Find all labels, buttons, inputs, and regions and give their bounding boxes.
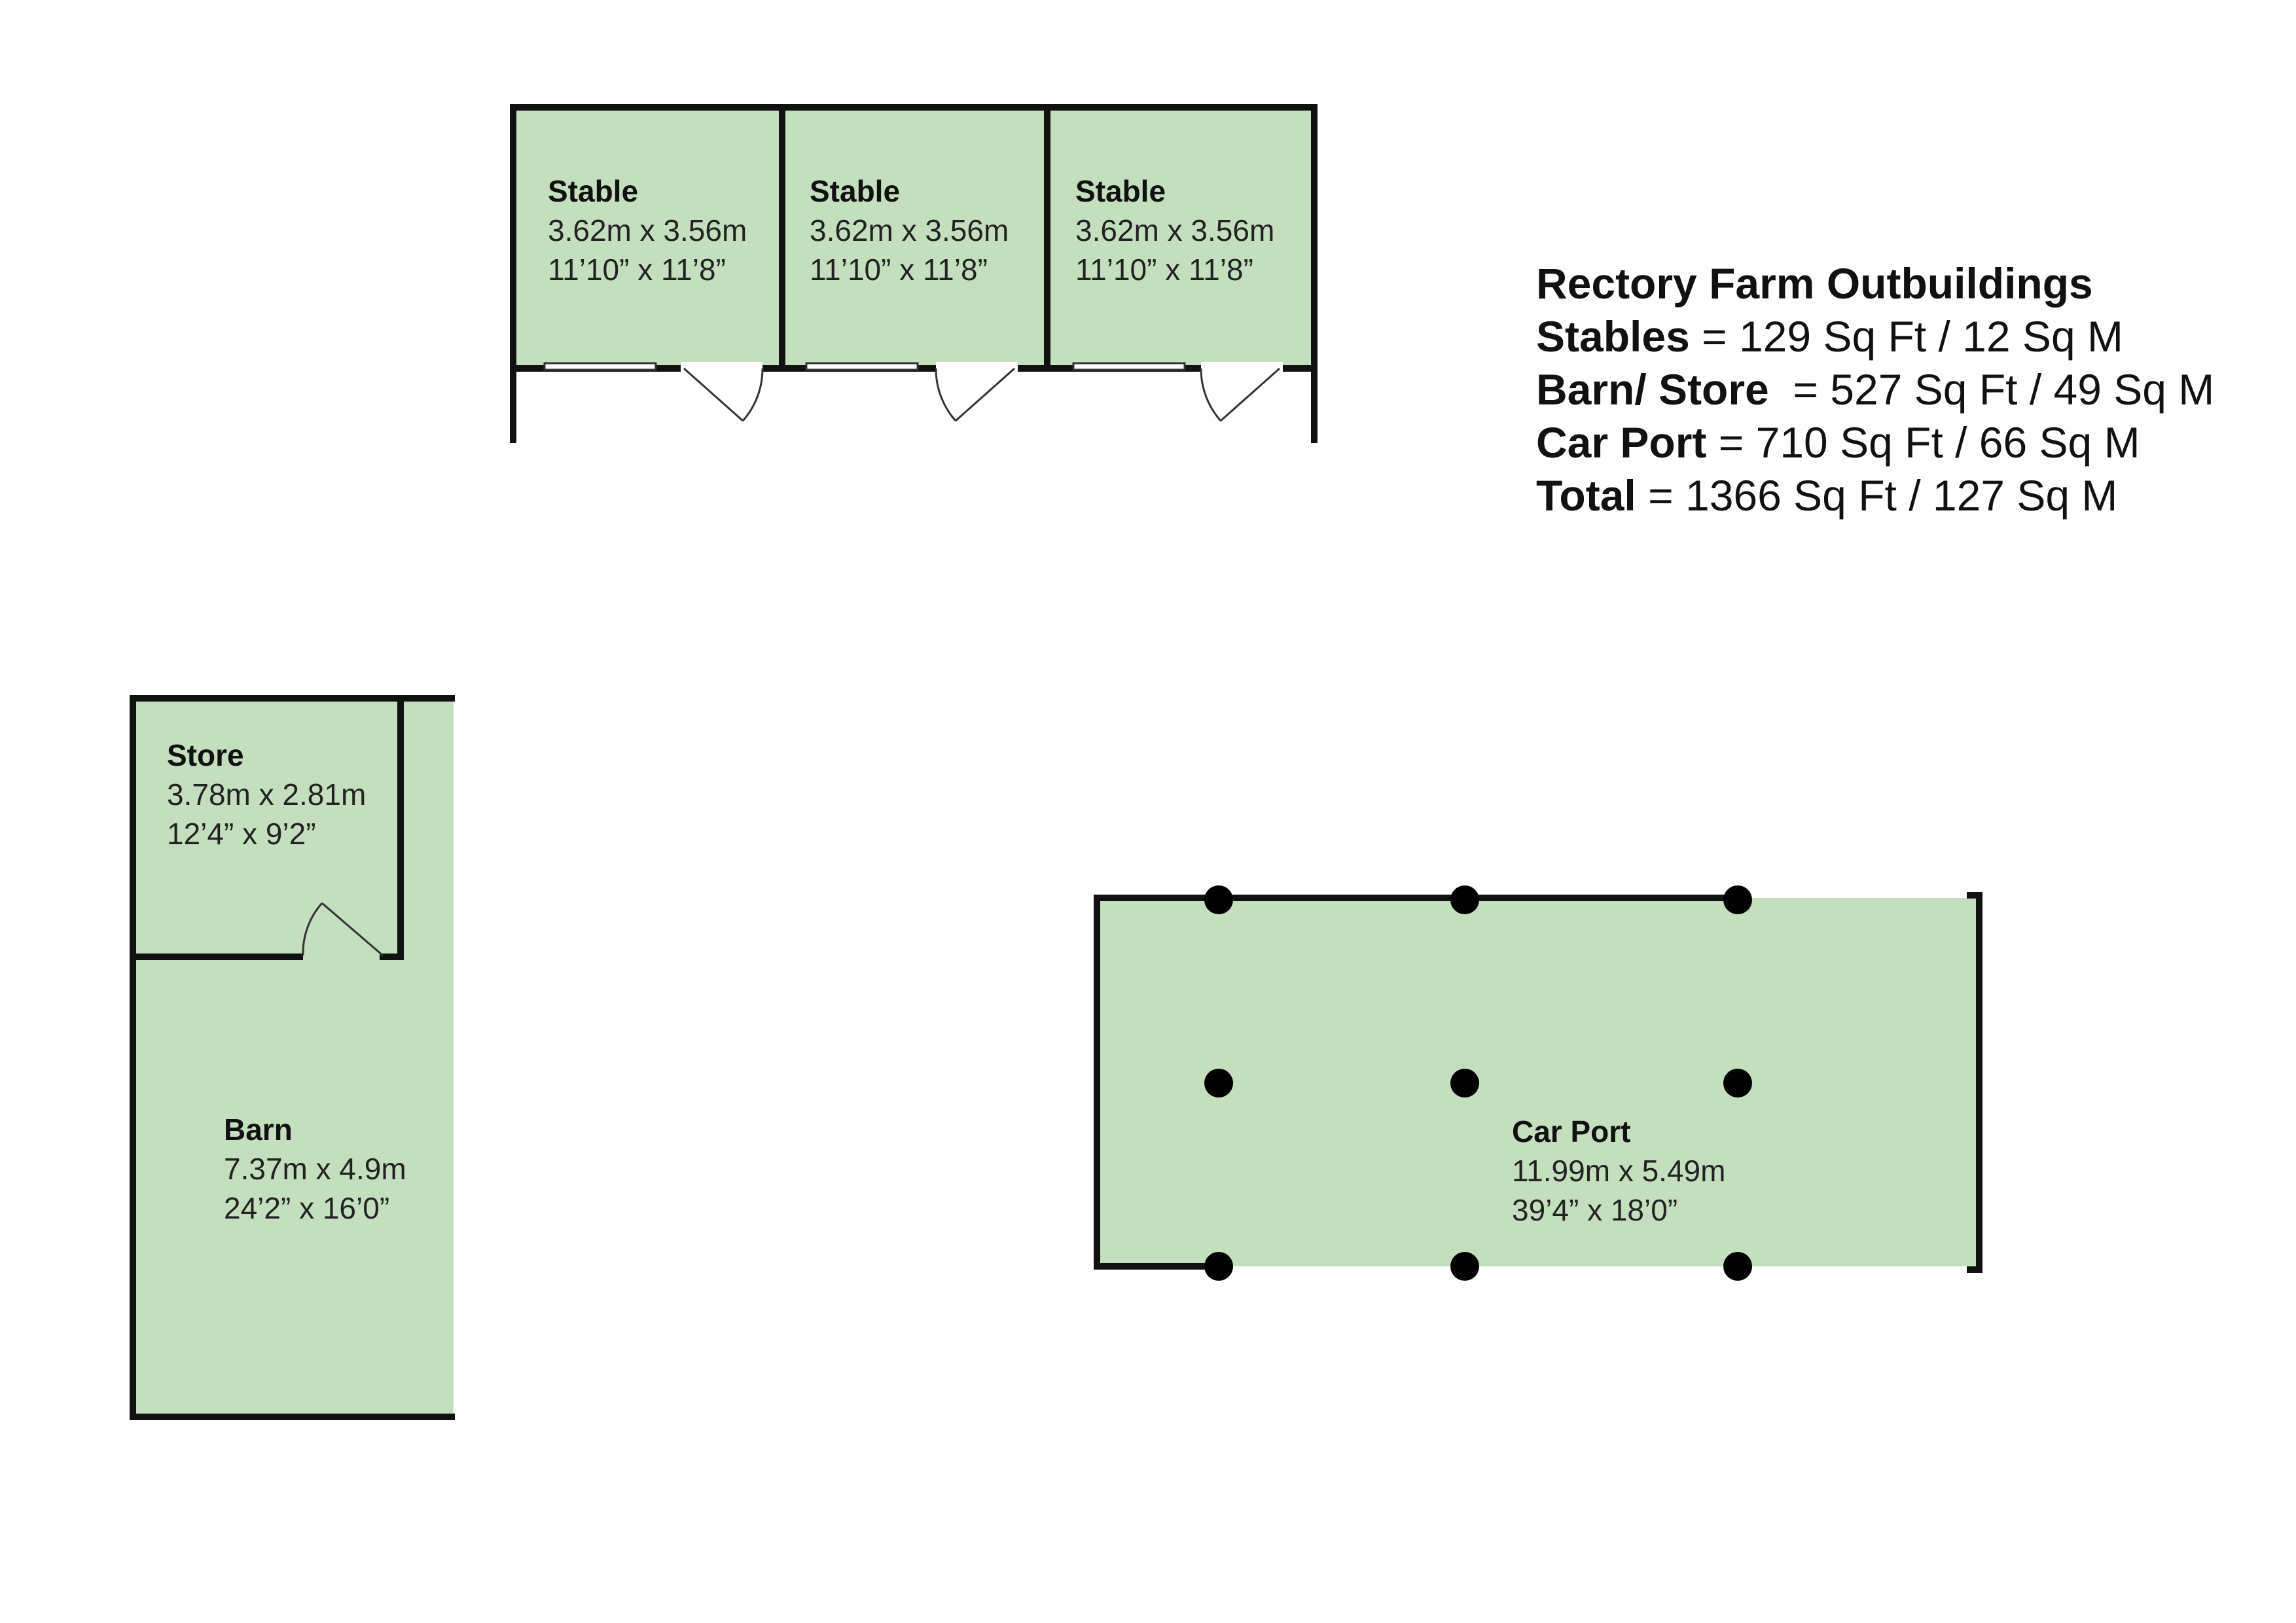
stable-3-window (1072, 362, 1186, 371)
store-name: Store (167, 738, 244, 772)
barn-store-block: Store 3.78m x 2.81m 12’4” x 9’2” Barn 7.… (130, 695, 455, 1420)
legend-label: Barn/ Store (1536, 365, 1769, 414)
stable-3-imperial: 11’10” x 11’8” (1075, 253, 1253, 287)
stable-1-imperial: 11’10” x 11’8” (548, 253, 726, 287)
carport-name: Car Port (1512, 1115, 1630, 1149)
barn-label: Barn 7.37m x 4.9m 24’2” x 16’0” (224, 1113, 409, 1225)
legend-row-car-port: Car Port = 710 Sq Ft / 66 Sq M (1536, 418, 2140, 467)
carport-block: Car Port 11.99m x 5.49m 39’4” x 18’0” (1094, 885, 1982, 1281)
carport-post (1450, 1252, 1479, 1281)
stable-2-metric: 3.62m x 3.56m (810, 213, 1009, 247)
legend-value: = 710 Sq Ft / 66 Sq M (1706, 418, 2140, 467)
stable-2-name: Stable (810, 174, 900, 208)
barn-name: Barn (224, 1113, 293, 1147)
barn-metric: 7.37m x 4.9m (224, 1152, 406, 1186)
stable-2-window (805, 362, 919, 371)
carport-post (1204, 1069, 1233, 1097)
carport-metric: 11.99m x 5.49m (1512, 1154, 1725, 1188)
carport-label: Car Port 11.99m x 5.49m 39’4” x 18’0” (1512, 1115, 1728, 1227)
stable-1-metric: 3.62m x 3.56m (548, 213, 747, 247)
legend-row-barn-store: Barn/ Store = 527 Sq Ft / 49 Sq M (1536, 365, 2214, 414)
stables-floor (513, 109, 1314, 368)
stable-1-label: Stable 3.62m x 3.56m 11’10” x 11’8” (548, 174, 749, 287)
stable-3-metric: 3.62m x 3.56m (1075, 213, 1274, 247)
legend-title: Rectory Farm Outbuildings (1536, 259, 2093, 308)
carport-post (1723, 1252, 1752, 1281)
area-legend: Rectory Farm Outbuildings Stables = 129 … (1536, 259, 2214, 520)
stable-3-label: Stable 3.62m x 3.56m 11’10” x 11’8” (1075, 174, 1277, 287)
stable-1-window (543, 362, 657, 371)
stable-2-imperial: 11’10” x 11’8” (810, 253, 988, 287)
legend-value: = 527 Sq Ft / 49 Sq M (1769, 365, 2215, 414)
legend-value: = 129 Sq Ft / 12 Sq M (1690, 312, 2123, 361)
legend-label: Car Port (1536, 418, 1706, 467)
store-label: Store 3.78m x 2.81m 12’4” x 9’2” (167, 738, 368, 851)
stable-2-door[interactable] (935, 362, 1018, 422)
stable-1-door[interactable] (681, 362, 764, 422)
stable-3-door[interactable] (1200, 362, 1283, 422)
store-imperial: 12’4” x 9’2” (167, 817, 316, 851)
carport-post (1450, 885, 1479, 914)
legend-row-total: Total = 1366 Sq Ft / 127 Sq M (1536, 471, 2117, 520)
carport-post (1723, 885, 1752, 914)
legend-label: Stables (1536, 312, 1690, 361)
carport-post (1450, 1069, 1479, 1097)
stable-3-name: Stable (1075, 174, 1166, 208)
store-door[interactable] (302, 902, 384, 957)
carport-imperial: 39’4” x 18’0” (1512, 1193, 1677, 1227)
stable-2-label: Stable 3.62m x 3.56m 11’10” x 11’8” (810, 174, 1011, 287)
carport-post (1204, 1252, 1233, 1281)
carport-post (1723, 1069, 1752, 1097)
legend-value: = 1366 Sq Ft / 127 Sq M (1636, 471, 2118, 520)
stables-block: Stable 3.62m x 3.56m 11’10” x 11’8” Stab… (510, 104, 1318, 443)
carport-floor (1097, 898, 1979, 1266)
store-metric: 3.78m x 2.81m (167, 777, 366, 812)
carport-post (1204, 885, 1233, 914)
legend-label: Total (1536, 471, 1636, 520)
legend-row-stables: Stables = 129 Sq Ft / 12 Sq M (1536, 312, 2123, 361)
stable-1-name: Stable (548, 174, 638, 208)
barn-imperial: 24’2” x 16’0” (224, 1191, 389, 1225)
